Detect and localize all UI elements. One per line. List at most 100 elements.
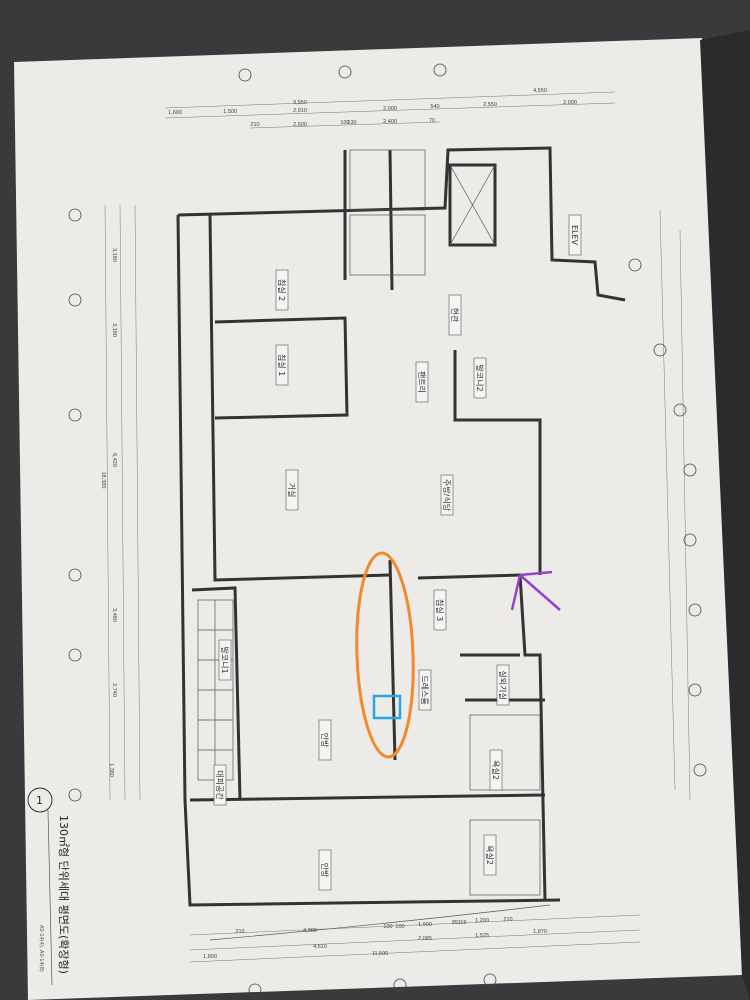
left-dimension: 3,180	[111, 323, 117, 337]
paper-shadow	[700, 30, 750, 1000]
top-dimension: 2,400	[383, 119, 397, 125]
room-label: 현관	[450, 308, 460, 323]
left-dimension: 2,740	[111, 683, 117, 697]
purple-arrow	[510, 570, 561, 611]
room-label-box	[489, 749, 503, 791]
room-label-box	[568, 214, 582, 256]
orange-highlight-circle	[355, 551, 415, 759]
grid-marker-circle	[673, 403, 687, 417]
bottom-dimension: 1,900	[418, 922, 432, 928]
drawing-number-circle	[27, 787, 53, 813]
top-dimension: 1,600	[168, 110, 182, 116]
room-label: 발코니2	[475, 364, 485, 391]
top-dimension: 9,550	[293, 100, 307, 106]
grid-markers	[68, 63, 707, 997]
room-label: 안방	[320, 863, 330, 878]
drawing-subtitle: A0-14(4), A0-14(8)	[38, 925, 44, 972]
bottom-dimension: 1,870	[533, 929, 547, 935]
drawing-title: 130㎡형 단위세대 평면도(확장형)	[57, 815, 70, 974]
top-dimension: 2,550	[483, 102, 497, 108]
room-label: 거실	[287, 483, 297, 498]
room-label: 침실 3	[435, 599, 445, 621]
bottom-dimension: 1,200	[475, 918, 489, 924]
grid-marker-circle	[683, 463, 697, 477]
top-dimension: 2,600	[293, 122, 307, 128]
room-label-box	[483, 834, 497, 876]
grid-marker-circle	[68, 568, 82, 582]
room-label: 드레스룸	[420, 675, 429, 704]
bottom-dimension: 100	[395, 924, 404, 930]
top-dimension: 2,000	[383, 106, 397, 112]
room-label-box	[496, 664, 510, 706]
room-label: 침실 2	[277, 279, 287, 301]
grid-marker-circle	[68, 788, 82, 802]
dimension-lines	[104, 91, 691, 963]
room-label-box	[275, 344, 289, 386]
room-label-box	[440, 474, 454, 516]
bottom-dimension: 4,610	[313, 944, 327, 950]
top-dimension: 210	[250, 122, 259, 128]
room-label-box	[318, 719, 332, 761]
room-label: 발코니1	[220, 646, 230, 673]
room-label: 욕실2	[491, 760, 501, 780]
grid-marker-circle	[688, 683, 702, 697]
grid-marker-circle	[68, 408, 82, 422]
room-label-box	[275, 269, 289, 311]
room-label: 침실 1	[277, 354, 287, 376]
left-dimension: 3,480	[111, 608, 117, 622]
left-dimension: 1,380	[108, 763, 114, 777]
room-label-box	[433, 589, 447, 631]
room-label: 안방	[320, 733, 330, 748]
room-label: 욕실2	[485, 845, 495, 865]
left-dimension: 6,420	[111, 453, 117, 467]
room-label-box	[418, 669, 432, 711]
grid-marker-circle	[688, 603, 702, 617]
blue-highlight-box	[372, 694, 402, 720]
room-label-box	[318, 849, 332, 891]
grid-marker-circle	[68, 208, 82, 222]
bottom-dimension: 1,800	[203, 954, 217, 960]
room-label-box	[218, 639, 232, 681]
bottom-dimension: 115	[458, 920, 467, 926]
room-label-box	[213, 764, 227, 806]
grid-marker-circle	[653, 343, 667, 357]
bottom-dimension: 210	[503, 917, 512, 923]
room-label: 실외기실	[498, 670, 508, 699]
room-label: 팬트리	[417, 371, 426, 393]
top-dimension: 70	[429, 118, 435, 124]
room-label: 주방/식당	[442, 479, 452, 512]
grid-marker-circle	[238, 68, 252, 82]
bottom-dimension: 1,525	[475, 933, 489, 939]
top-dimension: 540	[430, 104, 439, 110]
top-dimension: 100	[340, 120, 349, 126]
paper-sheet	[14, 38, 742, 1000]
drawing-number: 1	[36, 794, 43, 807]
bottom-dimension: 210	[235, 929, 244, 935]
left-dimension: 18,380	[100, 472, 106, 489]
room-label: ELEV	[570, 225, 579, 246]
grid-marker-circle	[68, 648, 82, 662]
grid-marker-circle	[683, 533, 697, 547]
room-label-box	[285, 469, 299, 511]
grid-marker-circle	[393, 978, 407, 992]
bottom-dimension: 85	[452, 920, 458, 926]
grid-marker-circle	[433, 63, 447, 77]
top-dimension: 130	[347, 120, 356, 126]
walls	[176, 146, 626, 941]
bottom-dimension: 2,085	[418, 936, 432, 942]
grid-marker-circle	[628, 258, 642, 272]
grid-marker-circle	[338, 65, 352, 79]
top-dimension: 2,000	[563, 100, 577, 106]
room-label-box	[415, 361, 429, 403]
room-label-box	[473, 357, 487, 399]
bottom-dimension: 4,300	[303, 928, 317, 934]
grid-marker-circle	[248, 983, 262, 997]
grid-marker-circle	[693, 763, 707, 777]
left-dimension: 3,180	[111, 248, 117, 262]
bottom-dimension: 100	[383, 924, 392, 930]
top-dimension: 2,910	[293, 108, 307, 114]
top-dimension: 1,500	[223, 109, 237, 115]
grid-marker-circle	[68, 293, 82, 307]
